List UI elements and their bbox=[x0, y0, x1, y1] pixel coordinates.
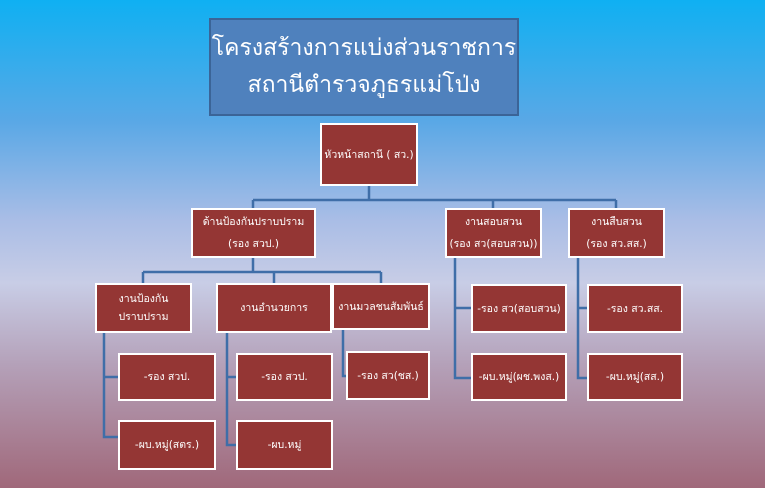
node-pr-deputy: -รอง สว(ชส.) bbox=[346, 351, 430, 400]
node-investigation-squad-leader: -ผบ.หมู่(ผช.พงส.) bbox=[471, 353, 567, 401]
title-line-2: สถานีตำรวจภูธรแม่โป่ง bbox=[247, 72, 481, 98]
node-sublabel: (รอง สว.สส.) bbox=[586, 238, 647, 250]
node-label-2: ปราบปราม bbox=[118, 311, 169, 323]
node-prevention-deputy: -รอง สวป. bbox=[118, 353, 216, 401]
node-label: หัวหน้าสถานี ( สว.) bbox=[324, 148, 414, 161]
node-admin-unit: งานอำนวยการ bbox=[216, 283, 332, 333]
chart-title: โครงสร้างการแบ่งส่วนราชการ สถานีตำรวจภูธ… bbox=[209, 18, 519, 116]
node-label: ด้านป้องกันปราบปราม bbox=[202, 216, 305, 228]
node-label: -ผบ.หมู่(สตร.) bbox=[134, 439, 200, 451]
node-admin-deputy: -รอง สวป. bbox=[236, 353, 333, 401]
node-label: -รอง สวป. bbox=[143, 371, 191, 383]
node-sublabel: (รอง สวป.) bbox=[228, 238, 279, 250]
node-label: งานสอบสวน bbox=[464, 216, 523, 228]
node-investigation-division: งานสอบสวน (รอง สว(สอบสวน)) bbox=[445, 208, 542, 258]
node-detective-division: งานสืบสวน (รอง สว.สส.) bbox=[568, 208, 665, 258]
node-label: -ผบ.หมู่(ผช.พงส.) bbox=[478, 371, 560, 383]
node-admin-squad-leader: -ผบ.หมู่ bbox=[236, 420, 333, 470]
node-prevention-unit: งานป้องกัน ปราบปราม bbox=[95, 283, 192, 333]
node-label: -รอง สว(ชส.) bbox=[357, 369, 419, 382]
node-investigation-deputy: -รอง สว(สอบสวน) bbox=[471, 284, 567, 333]
node-label: -ผบ.หมู่(สส.) bbox=[605, 371, 665, 383]
node-label: งานอำนวยการ bbox=[240, 302, 308, 314]
node-label: งานป้องกัน bbox=[118, 293, 169, 305]
node-public-relations-unit: งานมวลชนสัมพันธ์ bbox=[332, 283, 430, 330]
node-label: -รอง สว.สส. bbox=[607, 302, 663, 315]
node-label: -รอง สวป. bbox=[261, 371, 308, 383]
node-detective-deputy: -รอง สว.สส. bbox=[587, 284, 683, 333]
node-label: -ผบ.หมู่ bbox=[267, 439, 302, 451]
node-sublabel: (รอง สว(สอบสวน)) bbox=[449, 238, 538, 250]
node-prevention-squad-leader: -ผบ.หมู่(สตร.) bbox=[118, 420, 216, 470]
node-label: งานสืบสวน bbox=[591, 216, 642, 228]
node-label: -รอง สว(สอบสวน) bbox=[477, 302, 561, 315]
node-prevention-division: ด้านป้องกันปราบปราม (รอง สวป.) bbox=[191, 208, 316, 258]
title-line-1: โครงสร้างการแบ่งส่วนราชการ bbox=[211, 35, 517, 61]
node-station-head: หัวหน้าสถานี ( สว.) bbox=[320, 123, 418, 186]
node-detective-squad-leader: -ผบ.หมู่(สส.) bbox=[587, 353, 683, 401]
node-label: งานมวลชนสัมพันธ์ bbox=[338, 300, 424, 313]
